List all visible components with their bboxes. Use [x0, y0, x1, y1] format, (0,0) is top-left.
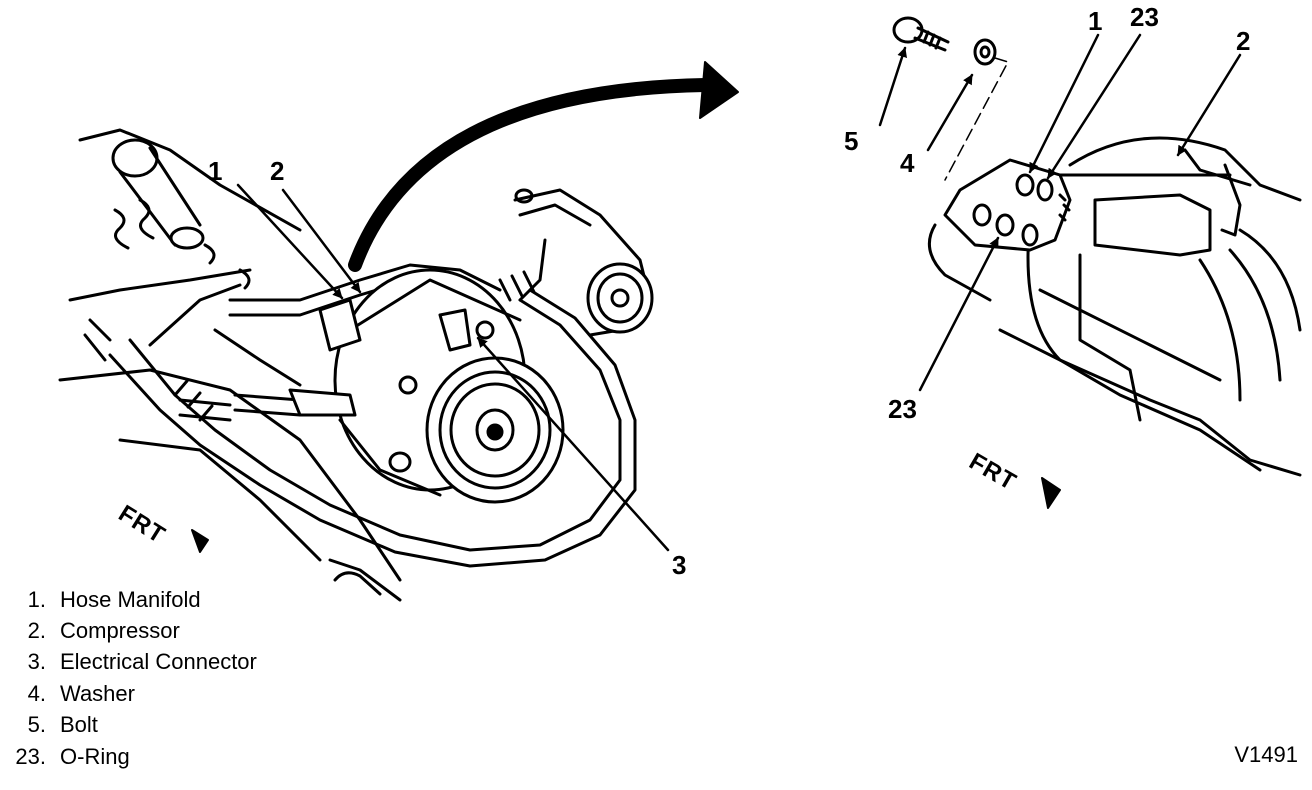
callout-4-right: 4 [900, 148, 915, 178]
legend-item: 3. Electrical Connector [0, 647, 360, 678]
callout-1-left: 1 [208, 156, 223, 186]
legend-item: 23. O-Ring [0, 741, 360, 772]
legend-label: Electrical Connector [60, 649, 257, 675]
legend-item: 5. Bolt [0, 710, 360, 741]
callout-2-left: 2 [270, 156, 285, 186]
legend-label: Compressor [60, 618, 180, 644]
legend-item: 2. Compressor [0, 615, 360, 646]
figure-code: V1491 [1234, 742, 1298, 767]
legend-number: 23. [15, 743, 46, 769]
legend-item: 1. Hose Manifold [0, 584, 360, 615]
legend-label: Washer [60, 680, 135, 706]
callout-23-right-bottom: 23 [888, 394, 917, 424]
legend-number: 3. [27, 649, 46, 675]
idler-bracket [513, 188, 654, 337]
bolt [892, 16, 950, 52]
washer [973, 38, 997, 66]
compressor-detail [927, 136, 1302, 477]
legend-number: 2. [27, 618, 46, 644]
callout-23-right-top: 23 [1130, 2, 1159, 32]
callout-3-left: 3 [672, 550, 687, 580]
left-engine-view [58, 61, 739, 602]
legend-number: 4. [27, 680, 46, 706]
parts-legend: 1. Hose Manifold 2. Compressor 3. Electr… [0, 584, 360, 772]
right-detail-view [878, 16, 1302, 509]
filler-cap [111, 138, 205, 250]
callout-5-right: 5 [844, 126, 859, 156]
legend-item: 4. Washer [0, 678, 360, 709]
legend-label: Hose Manifold [60, 586, 201, 612]
legend-label: O-Ring [60, 743, 130, 769]
legend-number: 1. [27, 586, 46, 612]
legend-number: 5. [27, 712, 46, 738]
legend-label: Bolt [60, 712, 98, 738]
callout-2-right: 2 [1236, 26, 1251, 56]
callout-1-right: 1 [1088, 6, 1103, 36]
